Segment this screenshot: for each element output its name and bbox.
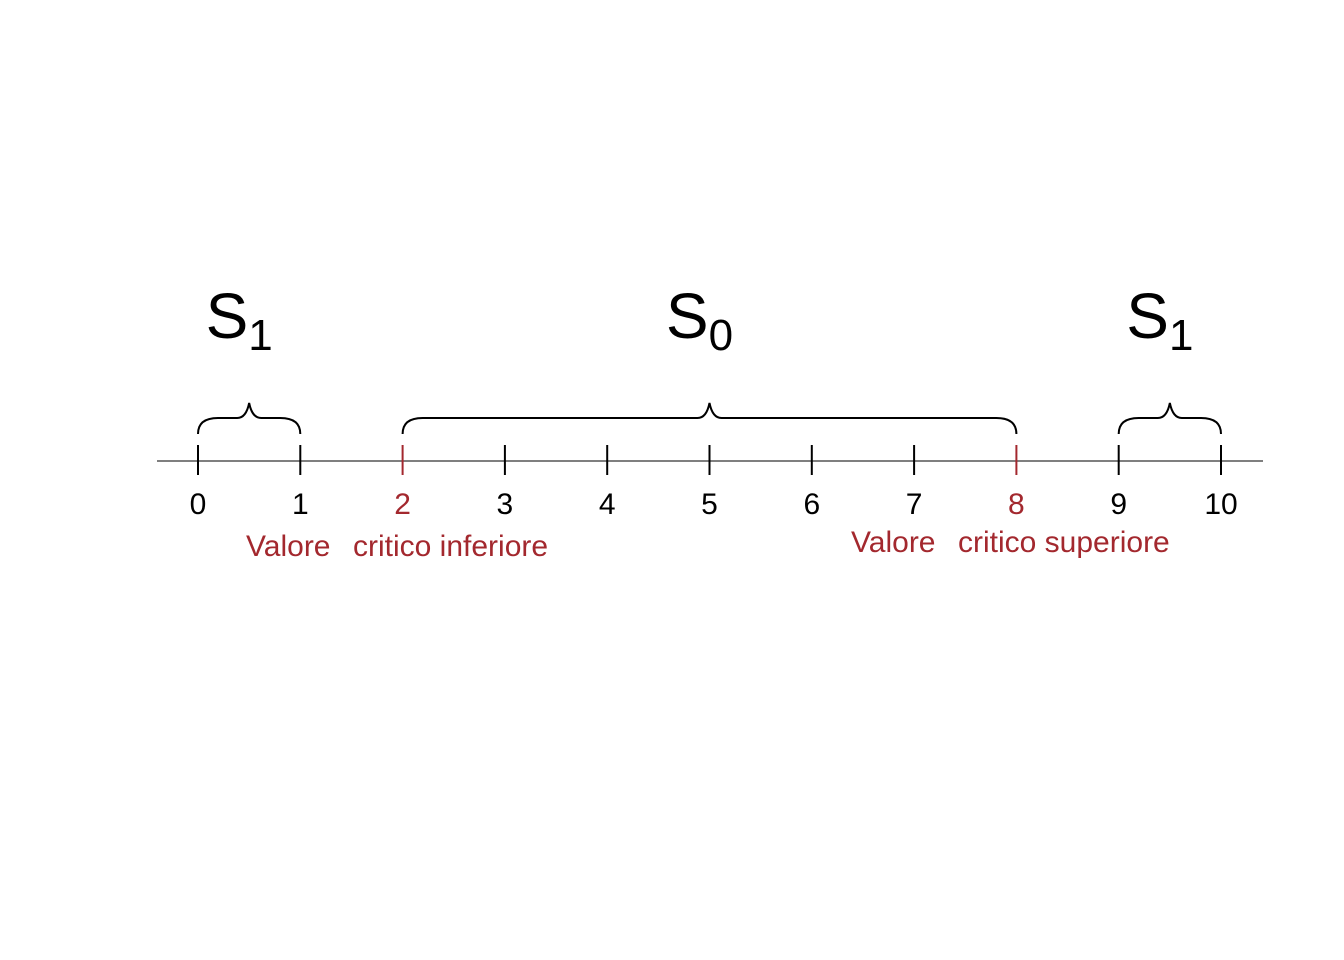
tick-label-0: 0 — [190, 488, 207, 521]
region-label-main-1: S — [666, 280, 709, 352]
upper-critical-label-valore: Valore — [851, 526, 936, 559]
region-brace-1 — [401, 402, 1018, 435]
tick-label-7: 7 — [906, 488, 923, 521]
region-label-main-0: S — [206, 280, 249, 352]
tick-label-8: 8 — [1008, 488, 1025, 521]
tick-label-1: 1 — [292, 488, 309, 521]
region-label-0: S1 — [206, 280, 273, 360]
tick-label-9: 9 — [1110, 488, 1127, 521]
brace-group — [197, 402, 1222, 435]
tick-label-4: 4 — [599, 488, 616, 521]
tick-label-3: 3 — [497, 488, 514, 521]
region-label-2: S1 — [1126, 280, 1193, 360]
region-label-main-2: S — [1126, 280, 1169, 352]
upper-critical-label-text: critico superiore — [958, 526, 1170, 559]
tick-label-6: 6 — [803, 488, 820, 521]
tick-group: 0 1 2 3 4 5 6 7 8 9 10 — [190, 445, 1238, 521]
lower-critical-label-valore: Valore — [246, 530, 331, 563]
region-label-1: S0 — [666, 280, 733, 360]
tick-label-2: 2 — [394, 488, 411, 521]
region-label-sub-1: 0 — [709, 311, 733, 360]
region-brace-2 — [1117, 402, 1222, 435]
lower-critical-label-text: critico inferiore — [353, 530, 548, 563]
tick-label-10: 10 — [1204, 488, 1237, 521]
region-label-sub-0: 1 — [248, 311, 272, 360]
region-label-sub-2: 1 — [1169, 311, 1193, 360]
region-brace-0 — [197, 402, 302, 435]
tick-label-5: 5 — [701, 488, 718, 521]
